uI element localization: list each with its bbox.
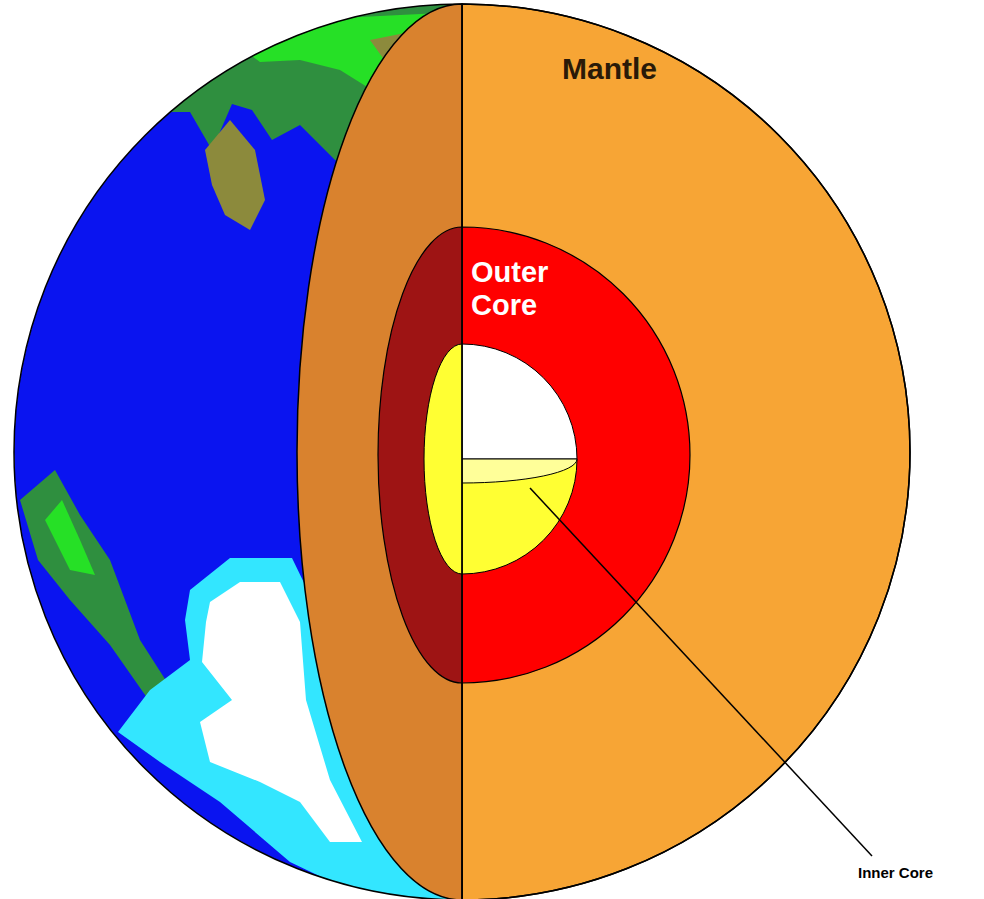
inner-core-cutout [462,344,577,459]
region-label: Mantle [562,52,657,87]
mantle-cut-face [297,4,462,899]
earth-surface [14,4,910,899]
inner-core-cut-top [462,459,577,483]
inner-core-cut-face [424,344,462,574]
land-mass [20,470,172,702]
land-mass [45,500,95,575]
outer-core-section [462,227,690,683]
callout-label: Inner Core [858,864,933,881]
cut-line [461,4,463,899]
inner-core-section [462,459,577,574]
globe-outline [14,4,910,899]
region-label: Outer Core [471,256,583,323]
mantle-section [462,4,910,899]
land-mass [205,120,265,230]
leader-line [530,488,872,856]
outer-core-cut-face [378,227,462,683]
